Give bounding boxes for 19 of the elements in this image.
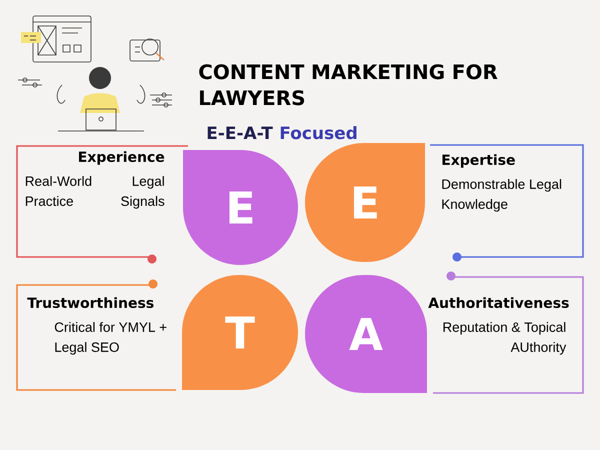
node-label: Demonstrable Legal Knowledge <box>442 179 562 212</box>
text-frame: Experience Real-World Legal Practice Signals <box>16 145 188 264</box>
subtitle: Focused <box>280 126 356 140</box>
node-label: Experience <box>79 151 164 165</box>
node-label: Critical for YMYL + Legal SEO <box>54 322 166 355</box>
node-label: Expertise <box>442 154 515 168</box>
letter-petal: A <box>305 275 427 393</box>
node-label: Reputation & Topical AUthority <box>443 322 566 355</box>
letter-petal: E <box>305 143 425 262</box>
letter-petal: E <box>183 150 298 265</box>
node-label: Trustworthiness <box>27 297 154 308</box>
letter-petal: T <box>182 275 298 390</box>
text-frame: Trustworthiness Critical for YMYL + Legal SEO <box>16 280 176 391</box>
text-frame: Authoritativeness Reputation & Topical AUthority <box>428 272 584 394</box>
subtitle: E-E-A-T <box>208 126 273 139</box>
node-label: Real-World Legal Practice Signals <box>26 176 164 209</box>
text-frame: Expertise Demonstrable Legal Knowledge <box>430 144 584 262</box>
title: CONTENT MARKETING FOR LAWYERS <box>199 64 498 106</box>
node-label: Authoritativeness <box>428 297 569 308</box>
